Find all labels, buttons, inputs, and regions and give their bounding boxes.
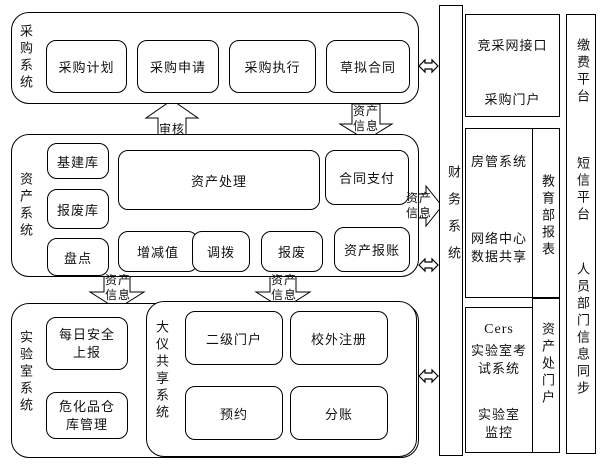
- scrap-library-box: 报废库: [47, 189, 109, 229]
- value-change-box: 增减值: [118, 231, 198, 272]
- procurement-execute-box: 采购执行: [229, 40, 316, 93]
- draft-contract-box: 草拟合同: [326, 40, 410, 93]
- procurement-plan-box: 采购计划: [46, 40, 127, 93]
- inventory-box: 盘点: [47, 238, 109, 276]
- network-data-sharing-label: 网络中心数据共享: [470, 231, 527, 264]
- booking-box: 预约: [185, 386, 283, 440]
- asset-system-title: 资产系统: [18, 172, 33, 240]
- asset-finance-double-arrow: [418, 257, 439, 273]
- daily-safety-report-label: 每日安全上报: [58, 326, 115, 360]
- asset-processing-box: 资产处理: [118, 150, 320, 210]
- edu-ministry-report-box: [532, 128, 560, 298]
- daily-safety-report-box: 每日安全上报: [46, 317, 128, 370]
- sms-platform-label: 短信平台: [575, 156, 590, 224]
- hr-info-sync-label: 人员部门信息同步: [575, 262, 590, 398]
- procurement-finance-double-arrow: [418, 58, 439, 74]
- asset-info-arrow-label-top: 资产信息: [352, 104, 379, 133]
- external-registration-box: 校外注册: [290, 311, 388, 365]
- lab-finance-double-arrow: [418, 368, 439, 384]
- asset-info-arrow-label-instrument: 资产信息: [270, 273, 297, 302]
- finance-system-title: 财务系统: [446, 165, 461, 273]
- asset-reimburse-box: 资产报账: [334, 227, 410, 272]
- bidding-interface-box: [465, 14, 560, 117]
- external-platforms-panel: [566, 14, 596, 454]
- lab-exam-system-label: 实验室考试系统: [471, 343, 528, 376]
- asset-office-portal-box: [532, 298, 560, 453]
- instrument-sharing-title: 大仪共享系统: [154, 320, 169, 422]
- bidding-interface-label: 竞采网接口: [477, 38, 548, 53]
- procurement-request-box: 采购申请: [137, 40, 219, 93]
- infra-library-box: 基建库: [47, 143, 109, 179]
- hazmat-warehouse-label: 危化品仓库管理: [58, 398, 115, 432]
- finance-system-panel: [439, 5, 463, 456]
- lab-monitoring-label: 实验室监控: [477, 407, 520, 440]
- transfer-box: 调拨: [192, 231, 250, 272]
- procurement-portal-label: 采购门户: [484, 92, 541, 107]
- edu-ministry-report-label: 教育部报表: [540, 174, 555, 259]
- asset-info-arrow-label-lab: 资产信息: [104, 273, 131, 302]
- asset-info-arrow-label-finance: 资产信息: [405, 191, 432, 220]
- secondary-portal-box: 二级门户: [185, 311, 283, 365]
- cers-box: [465, 307, 533, 453]
- cers-label: Cers: [484, 322, 514, 337]
- lab-system-title: 实验室系统: [18, 330, 33, 415]
- payment-platform-label: 缴费平台: [575, 38, 590, 106]
- asset-office-portal-label: 资产处门户: [540, 322, 555, 407]
- scrap-box: 报废: [261, 231, 323, 272]
- housing-system-label: 房管系统: [470, 154, 527, 169]
- asset-info-down-arrow: [338, 103, 394, 141]
- hazmat-warehouse-box: 危化品仓库管理: [46, 392, 128, 439]
- procurement-system-title: 采购系统: [18, 24, 33, 92]
- review-arrow-label: 审核: [158, 122, 185, 136]
- contract-payment-box: 合同支付: [325, 150, 409, 205]
- billing-box: 分账: [290, 386, 388, 440]
- housing-network-box: [465, 128, 533, 298]
